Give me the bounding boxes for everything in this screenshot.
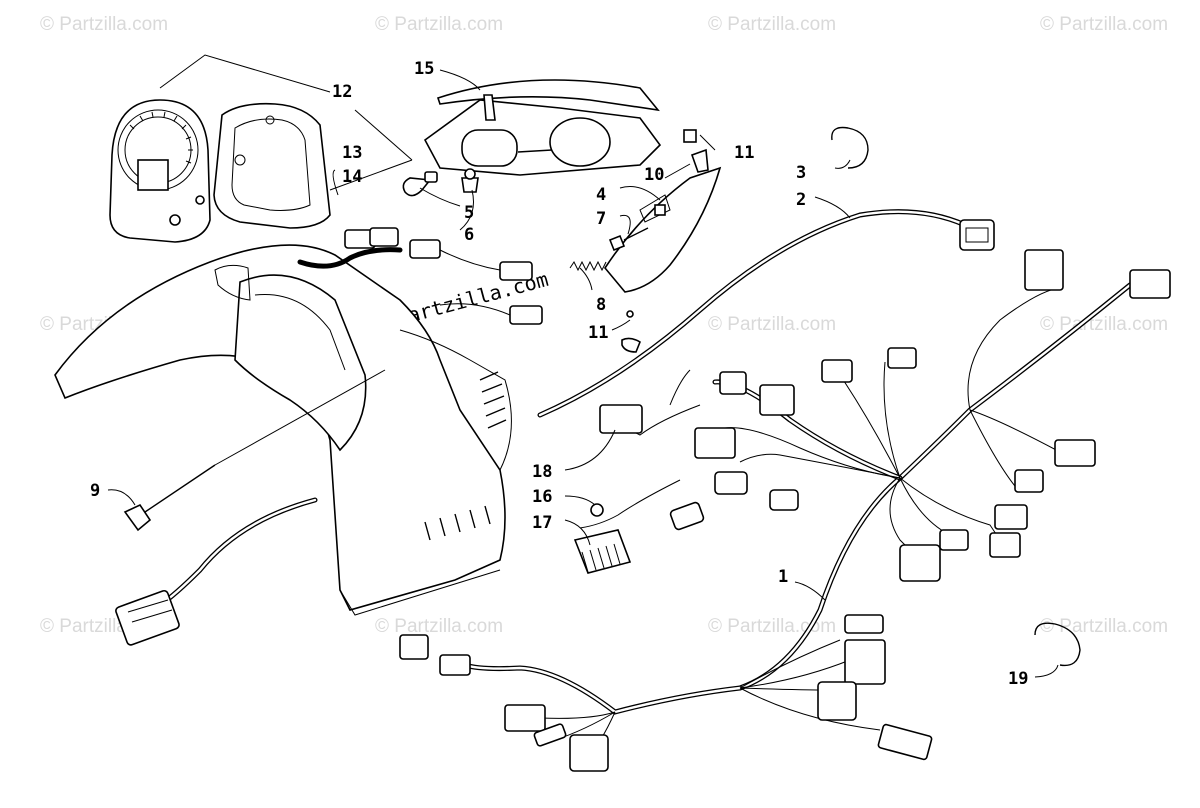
callout-9: 9	[90, 481, 100, 501]
hood	[54, 244, 512, 616]
watermark: © Partzilla.com	[708, 616, 836, 637]
instrument-gauge	[109, 99, 211, 243]
callout-1: 1	[778, 567, 788, 587]
callout-16: 16	[532, 487, 552, 507]
callout-19: 19	[1008, 669, 1028, 689]
headlight-shroud	[604, 166, 722, 293]
leader-lines	[107, 69, 1059, 678]
clamp-ring-lower	[1034, 622, 1081, 667]
gauge-housing	[213, 102, 331, 229]
pin	[626, 310, 634, 318]
callout-8: 8	[596, 295, 606, 315]
adjuster-spring	[569, 227, 649, 272]
leader-12b	[329, 159, 413, 191]
callout-7: 7	[596, 209, 606, 229]
watermark: © Partzilla.com	[708, 314, 836, 335]
bulb-socket	[402, 171, 438, 197]
clip-lower	[621, 337, 641, 353]
watermark: © Partzilla.com	[1040, 314, 1168, 335]
harness-connectors	[399, 249, 1171, 772]
callout-10: 10	[644, 165, 664, 185]
main-harness	[462, 282, 1133, 753]
callout-11-upper: 11	[734, 143, 754, 163]
callout-17: 17	[532, 513, 552, 533]
watermark: © Partzilla.com	[375, 14, 503, 35]
callout-12: 12	[332, 82, 352, 102]
callout-14: 14	[342, 167, 362, 187]
watermark: © Partzilla.com	[708, 14, 836, 35]
diagnostic-connector	[115, 497, 318, 646]
callout-3: 3	[796, 163, 806, 183]
leader-12c	[354, 109, 413, 161]
callout-15: 15	[414, 59, 434, 79]
hood-vents	[424, 371, 507, 541]
callout-11-lower: 11	[588, 323, 608, 343]
callout-18: 18	[532, 462, 552, 482]
watermark: © Partzilla.com	[1040, 14, 1168, 35]
callout-6: 6	[464, 225, 474, 245]
watermark: © Partzilla.com	[1040, 616, 1168, 637]
callout-2: 2	[796, 190, 806, 210]
mounting-bolt	[123, 369, 386, 532]
gauge-ticks	[129, 111, 193, 164]
leader-12	[159, 54, 331, 93]
watermark: © Partzilla.com	[375, 616, 503, 637]
bulb	[461, 168, 479, 193]
voltage-regulator	[573, 503, 632, 574]
callout-13: 13	[342, 143, 362, 163]
clamp-ring-upper	[831, 126, 869, 169]
screw	[690, 148, 709, 173]
headlight-assembly	[423, 79, 662, 176]
callout-4: 4	[596, 185, 606, 205]
callout-5: 5	[464, 203, 474, 223]
callouts: 1 2 3 4 5 6 7 8 9 10 11 11 12 13 14 15 1…	[90, 59, 1028, 689]
headlight-harness	[297, 209, 995, 418]
watermark: © Partzilla.com	[40, 14, 168, 35]
clip	[683, 129, 697, 143]
